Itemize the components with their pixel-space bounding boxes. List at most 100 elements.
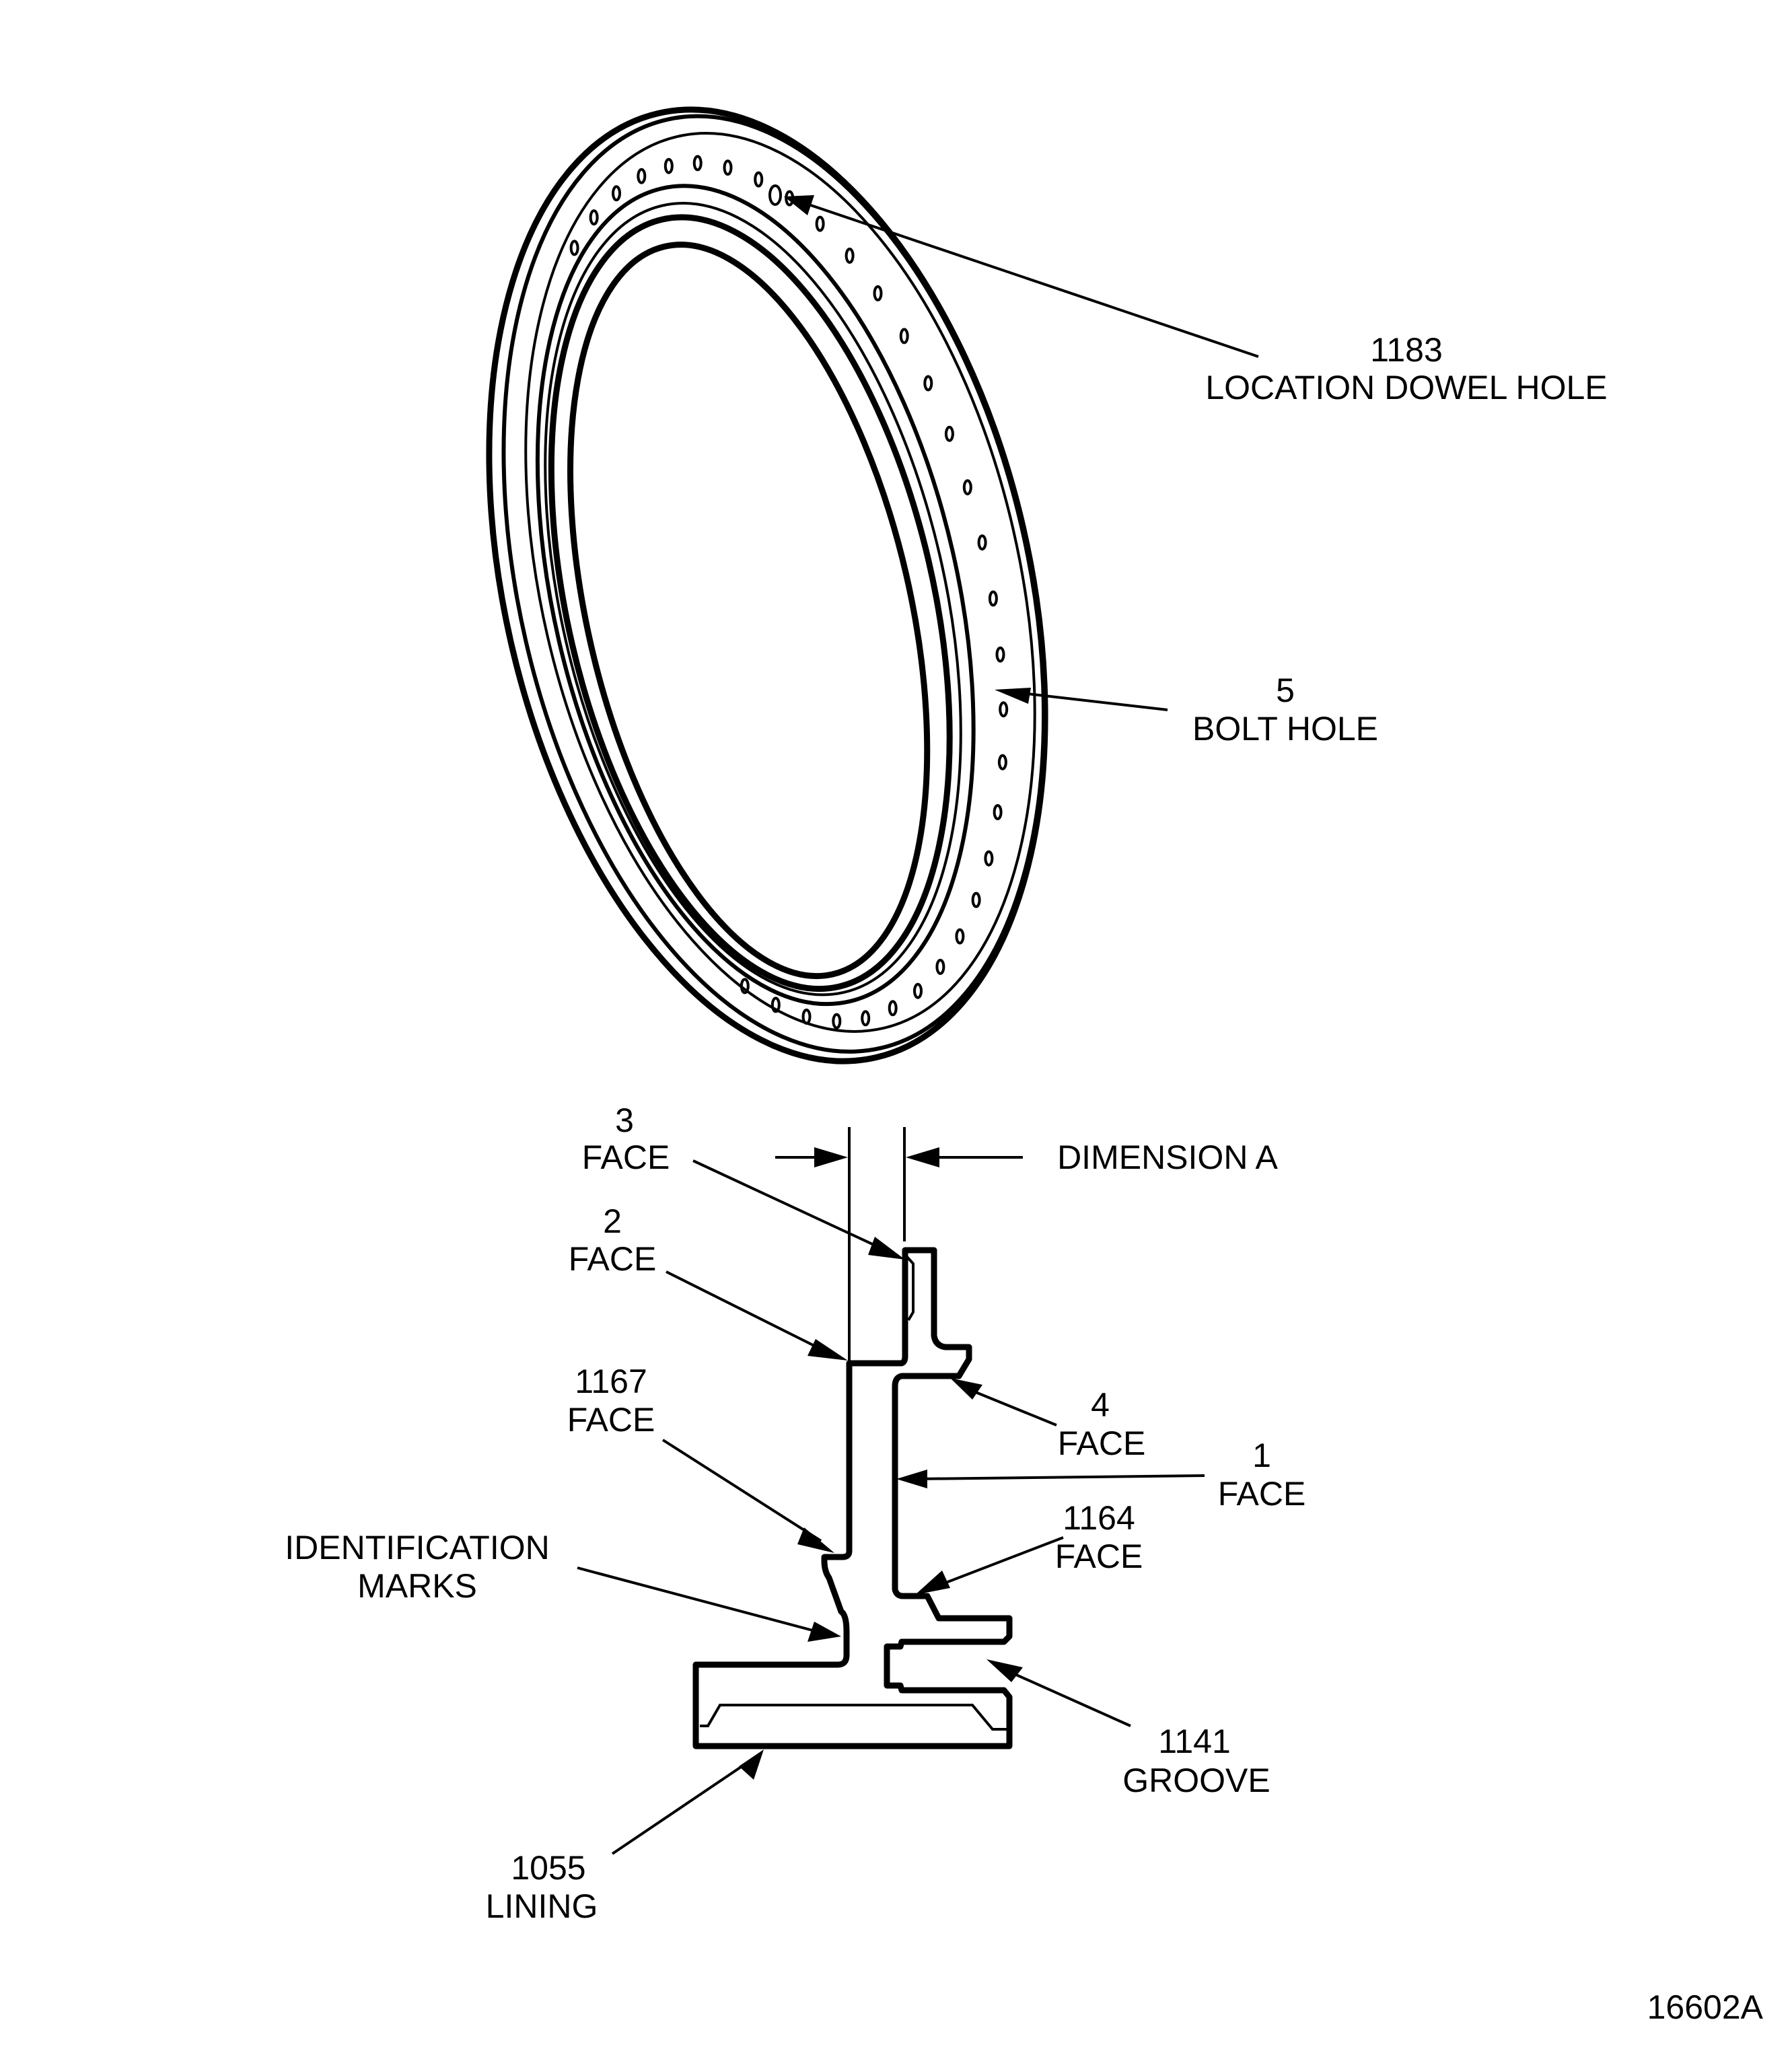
- arrowhead-icon: [915, 1570, 950, 1595]
- callout-text: LOCATION DOWEL HOLE: [1205, 369, 1607, 406]
- callout-text: FACE: [569, 1240, 657, 1278]
- bolt-hole-mark: [984, 850, 994, 867]
- bolt-hole-mark: [962, 479, 972, 496]
- arrowhead-icon: [814, 1147, 848, 1167]
- callout-text: FACE: [582, 1138, 670, 1176]
- arrowhead-icon: [868, 1237, 905, 1260]
- bolt-hole-mark: [664, 157, 674, 174]
- callout-text: FACE: [1058, 1424, 1146, 1462]
- bolt-hole-mark: [995, 646, 1005, 663]
- bolt-hole-mark: [832, 1013, 842, 1029]
- bolt-hole-mark: [955, 928, 965, 945]
- leader-line: [968, 1388, 1057, 1426]
- bolt-hole-mark: [723, 159, 733, 176]
- bolt-hole-mark: [935, 958, 945, 975]
- callout-number: 1055: [511, 1849, 585, 1887]
- bolt-hole-mark: [899, 328, 909, 345]
- arrowhead-icon: [906, 1147, 939, 1167]
- ring-bore-outer: [548, 214, 953, 992]
- bolt-hole-mark: [612, 185, 621, 202]
- callout-text-line-1: IDENTIFICATION: [285, 1529, 550, 1566]
- ring-outer-edge: [486, 106, 1048, 1064]
- callout-face-4: 4 FACE: [950, 1378, 1145, 1462]
- section-profile-outline: [692, 1247, 1013, 1749]
- leader-line: [692, 1159, 889, 1253]
- face-3-detail: [906, 1256, 915, 1322]
- bolt-hole-mark: [993, 804, 1003, 820]
- callout-text: LINING: [486, 1887, 598, 1925]
- callout-location-dowel-hole: 1183 LOCATION DOWEL HOLE: [784, 195, 1608, 406]
- arrowhead-icon: [739, 1749, 764, 1780]
- bolt-hole-mark: [999, 701, 1009, 718]
- callout-identification-marks: IDENTIFICATION MARKS: [285, 1529, 841, 1642]
- callout-text: FACE: [1218, 1475, 1306, 1513]
- leader-line: [1002, 1667, 1131, 1727]
- bolt-hole-mark: [977, 534, 987, 551]
- ring-flange-line: [524, 132, 1036, 1033]
- ring-outer-edge-inner: [501, 114, 1046, 1054]
- callout-number: 1167: [575, 1363, 647, 1400]
- callout-face-2: 2 FACE: [569, 1202, 848, 1361]
- callout-face-1164: 1164 FACE: [915, 1499, 1143, 1595]
- callout-text: FACE: [1055, 1538, 1143, 1575]
- bolt-hole-mark: [589, 209, 599, 226]
- bolt-hole-mark: [845, 248, 855, 264]
- dimension-label: DIMENSION A: [1057, 1138, 1278, 1176]
- arrowhead-icon: [995, 688, 1031, 704]
- callout-face-3: 3 FACE: [582, 1101, 905, 1260]
- bolt-hole-mark: [815, 215, 825, 232]
- bolt-hole-mark: [569, 240, 579, 256]
- bolt-hole-mark: [923, 375, 933, 392]
- leader-line: [915, 1474, 1205, 1480]
- leader-line: [1009, 690, 1168, 711]
- arrowhead-icon: [784, 195, 814, 215]
- callout-bolt-hole: 5 BOLT HOLE: [995, 672, 1378, 748]
- callout-lining-1055: 1055 LINING: [486, 1749, 764, 1925]
- bolt-hole-mark: [944, 425, 954, 442]
- callout-number: 1164: [1063, 1499, 1135, 1537]
- callout-text: BOLT HOLE: [1192, 710, 1378, 748]
- bolt-hole-mark: [988, 590, 998, 607]
- ring-step-line: [544, 202, 962, 997]
- callout-face-1: 1 FACE: [896, 1437, 1305, 1513]
- seal-ring-drawing: [486, 106, 1048, 1064]
- callout-face-1167: 1167 FACE: [567, 1363, 834, 1553]
- callout-number: 4: [1091, 1386, 1110, 1424]
- bolt-hole-mark: [754, 171, 764, 188]
- bolt-hole-mark: [997, 754, 1007, 770]
- callout-number: 1183: [1370, 331, 1443, 369]
- ring-bore-inner: [567, 242, 931, 980]
- callout-text-line-2: MARKS: [357, 1567, 477, 1605]
- leader-line: [661, 1439, 822, 1542]
- callout-text: FACE: [567, 1401, 655, 1439]
- bolt-hole-mark: [801, 1008, 812, 1025]
- lining-inner-line: [700, 1704, 1007, 1731]
- callout-number: 2: [603, 1202, 622, 1240]
- arrowhead-icon: [987, 1659, 1023, 1682]
- callout-groove-1141: 1141 GROOVE: [987, 1659, 1270, 1799]
- callout-number: 1141: [1158, 1723, 1231, 1760]
- leader-line: [666, 1270, 828, 1354]
- bolt-hole-mark: [692, 155, 703, 172]
- bolt-hole-mark: [740, 978, 750, 995]
- arrowhead-icon: [896, 1470, 927, 1488]
- bolt-hole-mark: [913, 982, 923, 999]
- bolt-holes: [569, 155, 1009, 1029]
- leader-line: [800, 201, 1259, 358]
- arrowhead-icon: [950, 1378, 982, 1400]
- leader-line: [931, 1536, 1064, 1589]
- bolt-hole-mark: [888, 1000, 898, 1017]
- arrowhead-icon: [797, 1527, 834, 1553]
- dowel-hole-mark: [768, 184, 782, 206]
- bolt-hole-mark: [873, 285, 883, 301]
- cross-section-drawing: [692, 1127, 1013, 1749]
- leader-line: [577, 1566, 818, 1633]
- figure-number: 16602A: [1647, 1988, 1764, 2026]
- leader-line: [611, 1762, 748, 1855]
- dimension-a: DIMENSION A: [775, 1138, 1279, 1176]
- callout-number: 1: [1252, 1437, 1271, 1474]
- ring-bolt-circle-inner-line: [535, 184, 976, 1007]
- arrowhead-icon: [808, 1622, 841, 1642]
- callout-number: 5: [1276, 672, 1295, 709]
